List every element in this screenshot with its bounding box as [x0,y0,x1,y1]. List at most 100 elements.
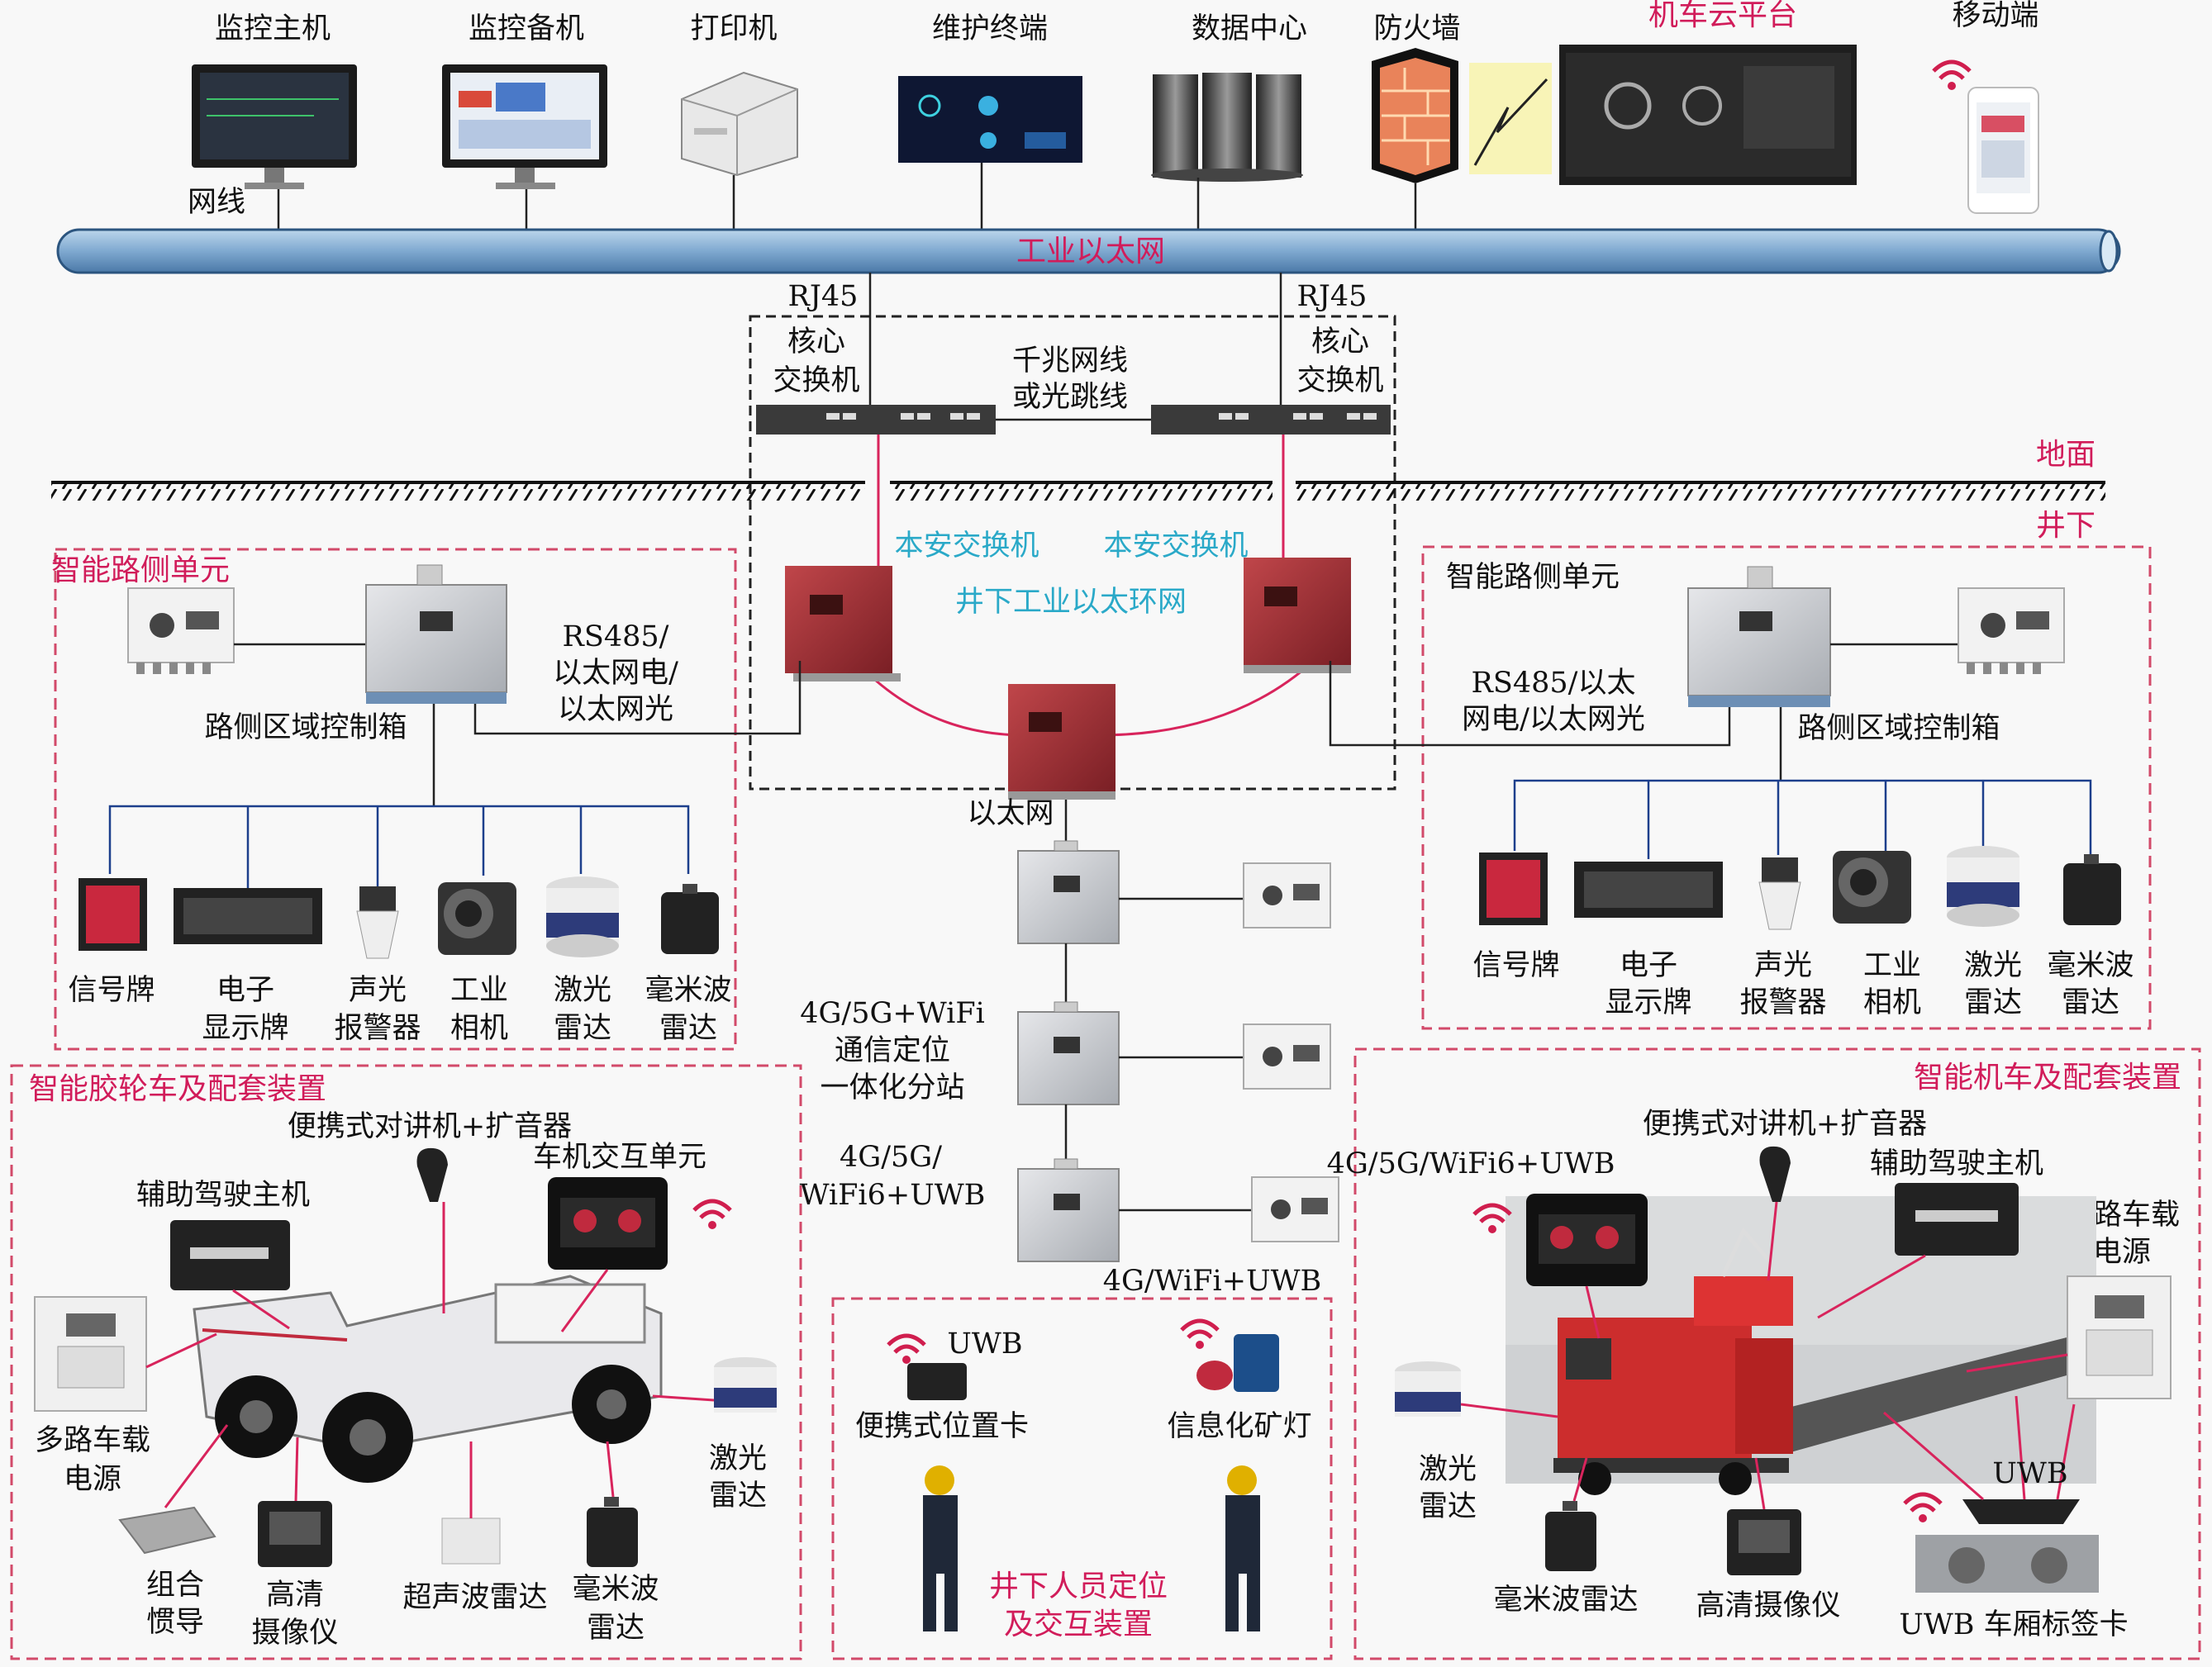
rubber-camera-label-2: 摄像仪 [251,1617,338,1650]
right-camera-icon [1833,851,1911,924]
loco-links [1460,1201,2076,1510]
ring-arc-right [1098,659,1315,737]
right-device-label: 毫米波 [2047,949,2134,982]
right-link-label-1: RS485/以太 [1472,667,1636,700]
rubber-lidar-label-1: 激光 [709,1442,767,1475]
rubber-intercom-label: 便携式对讲机+扩音器 [288,1110,572,1143]
underground-label: 井下 [2036,509,2095,543]
rubber-mmwave-label-2: 雷达 [587,1612,645,1645]
rubber-vehicle-title: 智能胶轮车及配套装置 [29,1072,326,1106]
left-mmwave-icon [661,884,719,954]
printer-label: 打印机 [690,12,777,45]
left-device-label: 声光 [349,974,407,1007]
cloud-platform-icon [1559,45,1857,185]
rubber-lidar-label-2: 雷达 [709,1479,767,1513]
loco-power-label-2: 电源 [2093,1236,2151,1269]
maintenance-terminal-label: 维护终端 [932,12,1048,45]
right-device-label: 激光 [1964,949,2022,982]
wifi6-label-1: 4G/5G/ [840,1141,942,1174]
loco-camera-label: 高清摄像仪 [1696,1589,1840,1622]
left-device-label: 雷达 [659,1012,717,1045]
core-switch-right-label-1: 核心 [1311,325,1369,359]
rubber-power-label-2: 电源 [64,1463,121,1496]
left-device-label: 工业 [450,974,508,1007]
wireless-bolt-icon [1469,63,1552,174]
left-ring-link [473,661,802,735]
rubber-vehicle-links [145,1202,715,1518]
safe-switch-left-icon [785,566,901,682]
firewall-label: 防火墙 [1373,12,1460,45]
core-link-label-2: 或光跳线 [1012,381,1128,414]
loco-uwb-tag-icon [1962,1499,2080,1524]
right-control-box-icon [1687,566,1831,707]
left-device-label: 电子 [216,974,274,1007]
loco-power-icon [2067,1275,2172,1399]
loco-intercom-label: 便携式对讲机+扩音器 [1643,1108,1927,1141]
loco-interaction-icon [1526,1194,1648,1286]
miner-left-icon [923,1465,958,1631]
rubber-power-label-1: 多路车载 [35,1424,150,1457]
left-device-label: 信号牌 [68,974,155,1007]
loco-wagon-icon [1915,1535,2099,1593]
left-display-board-icon [174,888,322,944]
rj45-left-label: RJ45 [788,280,859,313]
left-device-label: 相机 [450,1012,508,1045]
rubber-vehicle-icon [193,1275,663,1483]
safe-switch-right-icon [1244,558,1351,673]
firewall-icon [1372,48,1458,183]
ground-line [51,481,2105,501]
rubber-ultrasonic-label: 超声波雷达 [402,1581,547,1614]
wifi6-label-2: WiFi6+UWB [800,1179,986,1212]
station-label-2: 通信定位 [835,1034,950,1067]
rubber-camera-label-1: 高清 [266,1579,324,1612]
right-ring-link [1329,661,1731,747]
left-link-label-3: 以太网光 [558,693,673,726]
core-switch-right-label-2: 交换机 [1296,364,1383,397]
backup-host-icon [442,64,607,189]
mobile-signal-icon [1932,59,1972,90]
rubber-lidar-icon [714,1357,777,1413]
printer-icon [681,71,798,177]
backup-host-label: 监控备机 [469,12,584,45]
core-switch-right-icon [1151,405,1391,435]
miner-right-icon [1225,1465,1260,1631]
left-camera-icon [438,882,516,955]
rubber-assist-icon [170,1220,290,1290]
locomotive-title: 智能机车及配套装置 [1914,1061,2181,1095]
mobile-label: 移动端 [1952,0,2038,32]
loco-lidar-label-1: 激光 [1419,1453,1477,1486]
core-switch-left-label-2: 交换机 [773,364,859,397]
loco-uwb-tag-label: UWB 车厢标签卡 [1899,1608,2128,1641]
industrial-ethernet-bus [56,228,2121,274]
rubber-signal-icon [692,1199,732,1229]
rubber-ins-label-2: 惯导 [146,1606,204,1639]
station-label-3: 一体化分站 [820,1071,964,1104]
rubber-ultrasonic-icon [441,1517,501,1565]
left-device-label: 激光 [554,974,611,1007]
loco-net-label: 4G/5G/WiFi6+UWB [1327,1147,1615,1180]
safe-switch-left-label: 本安交换机 [894,530,1039,563]
right-device-bus [1513,779,2092,859]
loco-assist-label: 辅助驾驶主机 [1870,1147,2043,1180]
right-control-box-label: 路侧区域控制箱 [1797,712,2000,745]
rubber-power-icon [34,1296,147,1412]
lamp-signal-icon [1180,1318,1220,1349]
personnel-uwb-label: UWB [947,1327,1022,1361]
left-device-bus [108,805,690,874]
left-sensor-box-icon [127,587,235,674]
right-device-drops [1647,781,1985,859]
station-2-sensor-icon [1243,1023,1331,1090]
wifi-uwb-label: 4G/WiFi+UWB [1103,1265,1322,1298]
right-device-label: 雷达 [1964,986,2022,1019]
safe-switch-right-label: 本安交换机 [1103,530,1248,563]
rubber-interaction-icon [548,1177,668,1270]
locomotive-box [1353,1047,2201,1660]
rubber-intercom-icon [416,1147,448,1202]
right-link-label-2: 网电/以太网光 [1462,703,1645,736]
loco-uwb-signal-icon [1903,1492,1943,1522]
left-lidar-icon [546,876,619,957]
mobile-icon [1967,87,2039,214]
mine-lamp-label: 信息化矿灯 [1167,1410,1311,1443]
